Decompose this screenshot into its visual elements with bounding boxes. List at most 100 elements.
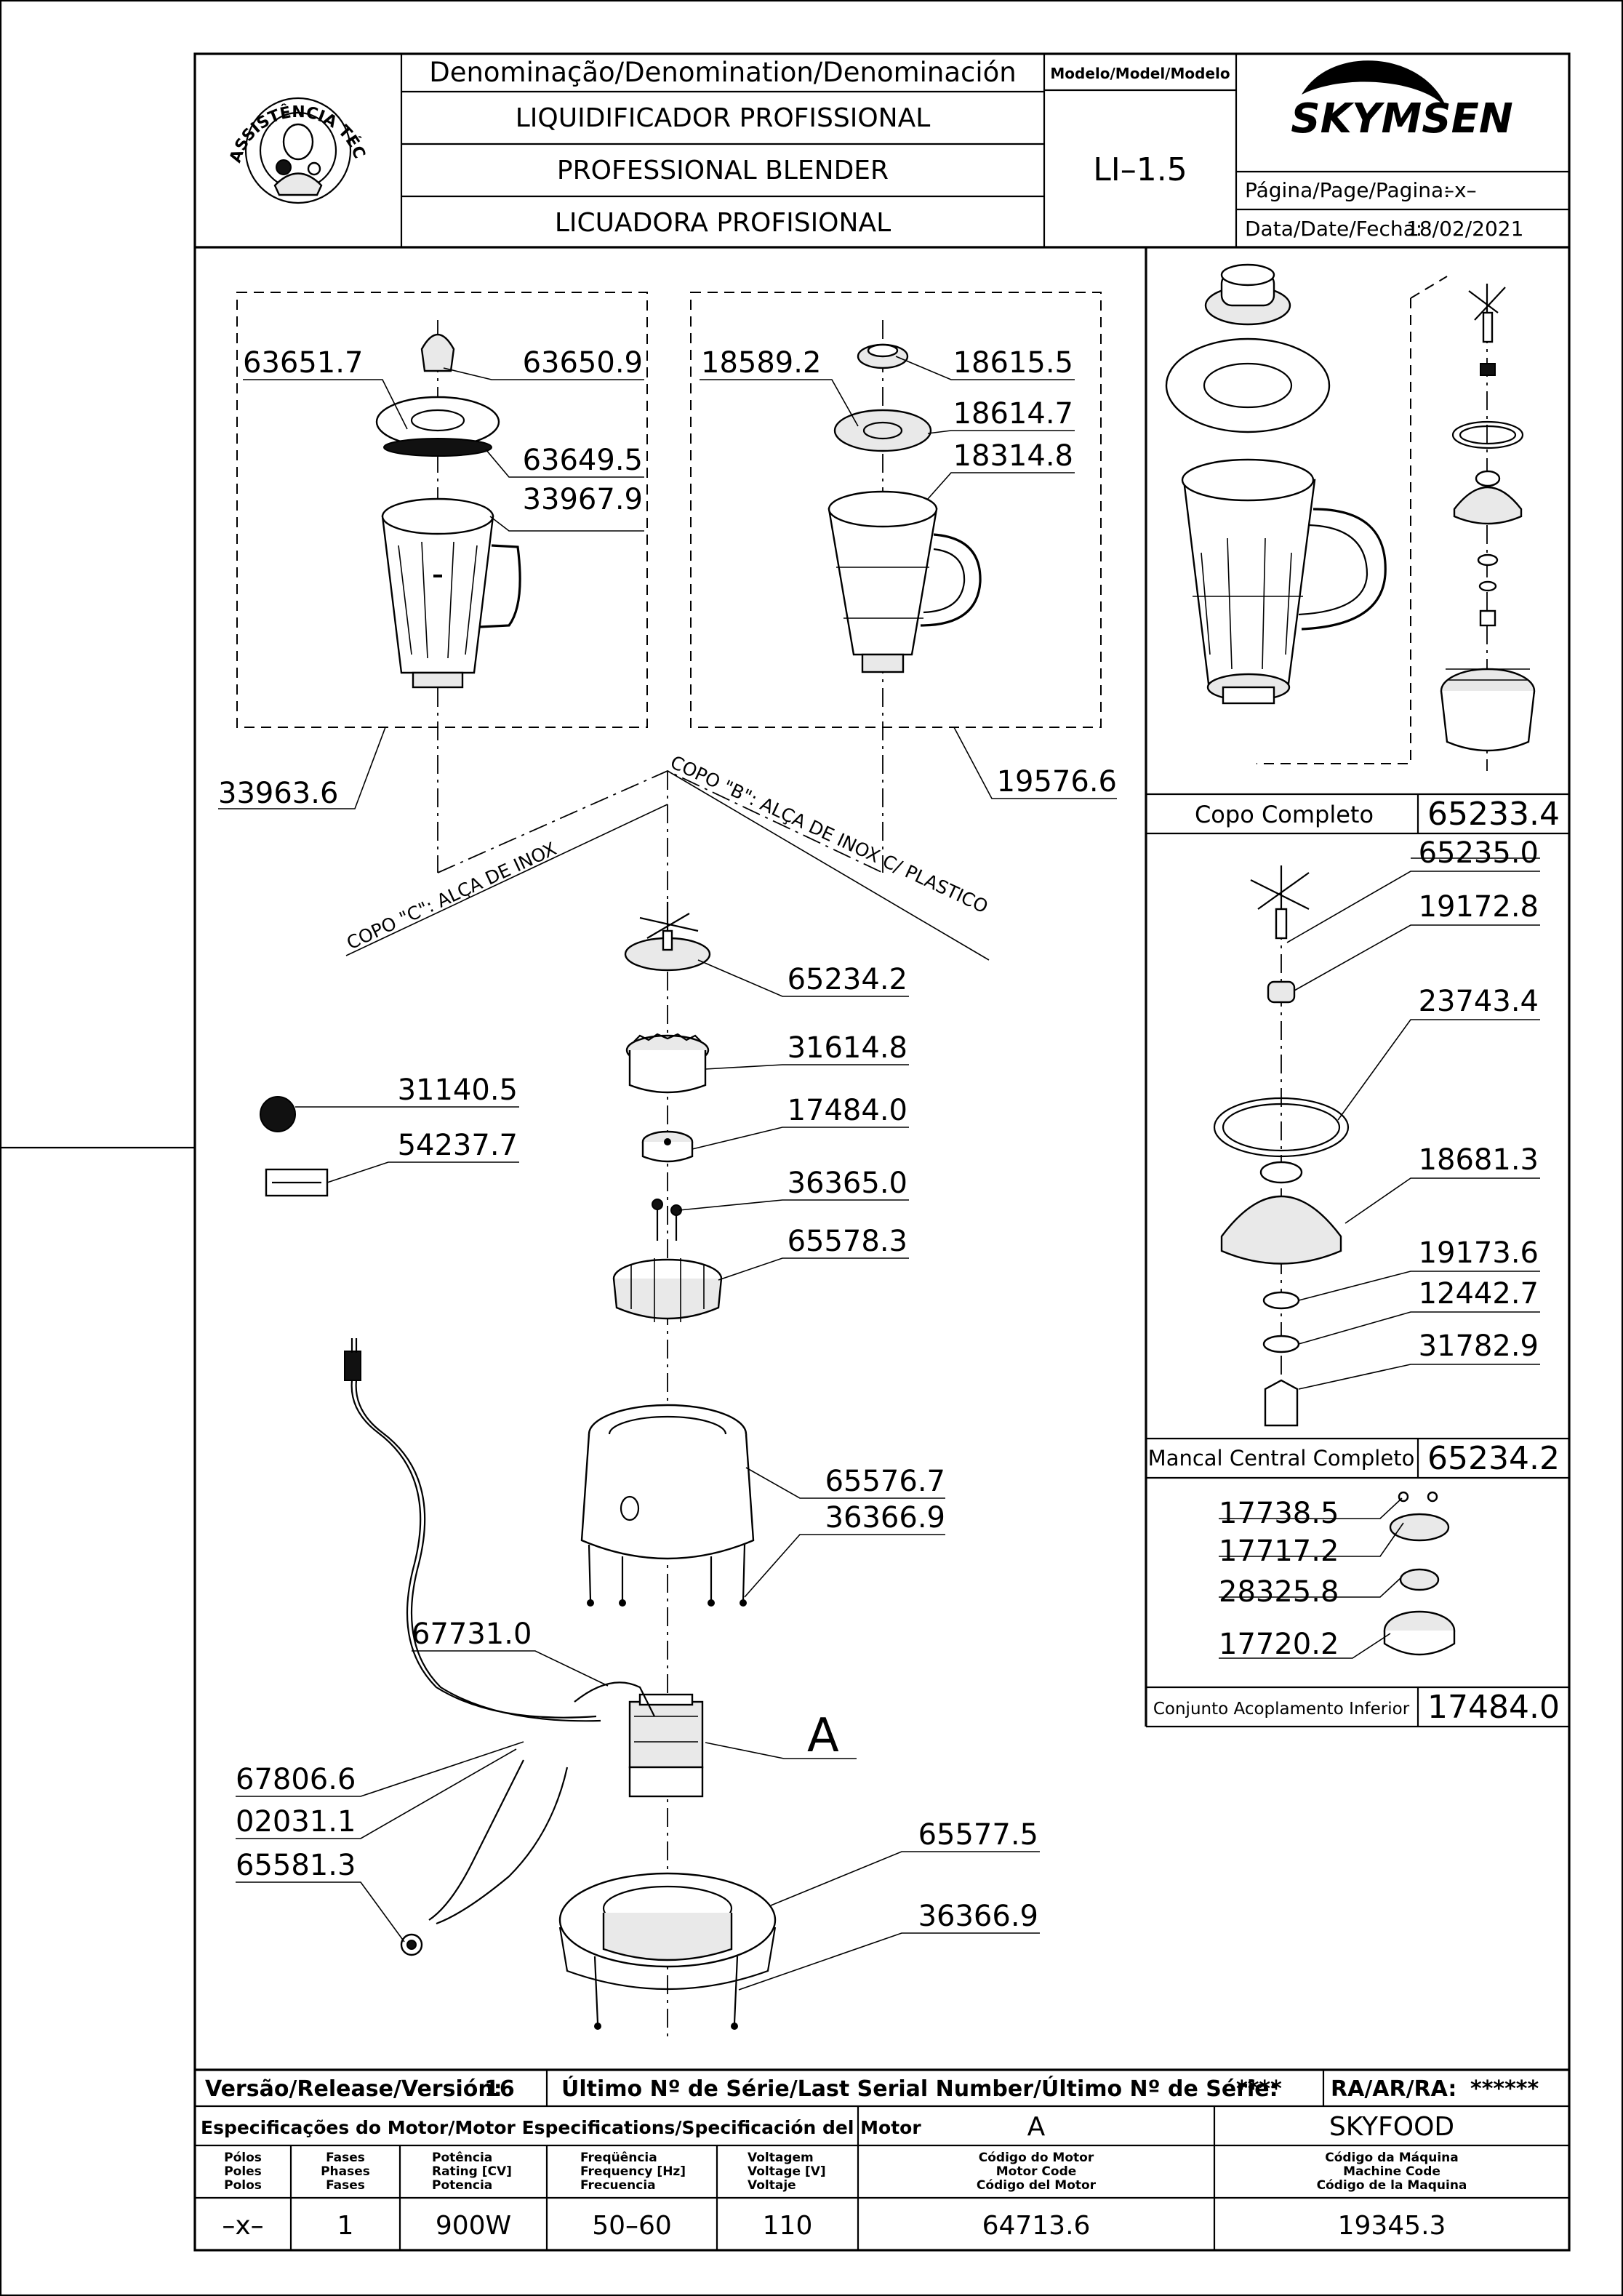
callout-18615-5: 18615.5 xyxy=(953,346,1073,380)
base-drawing xyxy=(558,1872,777,2030)
mancal-code: 65234.2 xyxy=(1427,1440,1560,1477)
col-voltage-pt: Voltagem xyxy=(748,2151,814,2165)
model-label: Modelo/Model/Modelo xyxy=(1050,65,1230,82)
col-machine-code-es: Código de la Maquina xyxy=(1317,2178,1467,2193)
callout-36366-9-upper: 36366.9 xyxy=(825,1501,945,1535)
name-pt: LIQUIDIFICADOR PROFISSIONAL xyxy=(516,103,931,133)
callout-18681-3: 18681.3 xyxy=(1419,1143,1539,1177)
callout-12442-7: 12442.7 xyxy=(1419,1277,1539,1311)
jar-c-box xyxy=(236,292,648,728)
col-freq-en: Frequency [Hz] xyxy=(580,2164,686,2179)
callout-54237-7: 54237.7 xyxy=(398,1129,518,1162)
callout-23743-4: 23743.4 xyxy=(1419,985,1539,1018)
col-phases-es: Fases xyxy=(326,2178,365,2193)
callout-65234-2: 65234.2 xyxy=(788,963,907,996)
side-leader-lines xyxy=(1219,857,1540,1659)
motor-spec-label: Especificações do Motor/Motor Especifica… xyxy=(201,2117,921,2138)
callout-31140-5: 31140.5 xyxy=(398,1073,518,1107)
ra-label: RA/AR/RA: xyxy=(1331,2076,1456,2102)
conjunto-acoplamento-drawing xyxy=(1383,1491,1456,1656)
callout-65577-5: 65577.5 xyxy=(918,1818,1038,1852)
serial-value: **** xyxy=(1236,2076,1282,2102)
callout-17484-0: 17484.0 xyxy=(788,1094,907,1127)
stamp-logo: ASSISTÊNCIA TÉCNICA AUTORIZADA xyxy=(0,0,369,204)
col-poles-pt: Pólos xyxy=(224,2151,262,2165)
callout-65578-3: 65578.3 xyxy=(788,1225,907,1258)
callout-36366-9-lower: 36366.9 xyxy=(918,1900,1038,1933)
drawing-frame xyxy=(193,52,1571,2252)
hub-drawing xyxy=(641,1130,694,1163)
callout-65581-3: 65581.3 xyxy=(236,1849,356,1882)
copo-b-label: COPO "B": ALÇA DE INOX C/ PLASTICO xyxy=(667,751,991,917)
mancal-central-drawing xyxy=(1213,865,1350,1427)
callout-67731-0: 67731.0 xyxy=(412,1617,532,1651)
date-value: 18/02/2021 xyxy=(1406,217,1523,241)
col-phases-en: Phases xyxy=(321,2164,370,2179)
main-leader-lines xyxy=(218,356,1117,1991)
col-voltage-es: Voltaje xyxy=(748,2178,796,2193)
callout-28325-8: 28325.8 xyxy=(1219,1575,1339,1609)
footer-table: Versão/Release/Versión: 16 Último Nº de … xyxy=(195,2068,1569,2250)
name-en: PROFESSIONAL BLENDER xyxy=(557,156,889,185)
housing-drawing xyxy=(580,1404,755,1607)
frequency-value: 50–60 xyxy=(592,2211,672,2241)
callout-17738-5: 17738.5 xyxy=(1219,1497,1339,1530)
serial-label: Último Nº de Série/Last Serial Number/Úl… xyxy=(561,2075,1278,2102)
copo-completo-label: Copo Completo xyxy=(1195,801,1374,828)
callout-65235-0: 65235.0 xyxy=(1419,836,1539,870)
mancal-label: Mancal Central Completo xyxy=(1148,1446,1415,1471)
version-label: Versão/Release/Versión: xyxy=(205,2076,502,2102)
motor-drawing xyxy=(628,1693,704,1798)
col-phases-pt: Fases xyxy=(326,2151,365,2165)
col-motor-code-en: Motor Code xyxy=(996,2164,1077,2179)
col-machine-code-en: Machine Code xyxy=(1343,2164,1440,2179)
callout-31782-9: 31782.9 xyxy=(1419,1329,1539,1363)
callout-19172-8: 19172.8 xyxy=(1419,890,1539,924)
conjunto-label: Conjunto Acoplamento Inferior xyxy=(1153,1700,1410,1719)
name-es: LICUADORA PROFISIONAL xyxy=(555,208,891,238)
model-value: LI–1.5 xyxy=(1093,151,1187,188)
ra-value: ****** xyxy=(1470,2076,1539,2102)
callout-65576-7: 65576.7 xyxy=(825,1465,945,1498)
col-power-en: Rating [CV] xyxy=(432,2164,512,2179)
power-cord-drawing xyxy=(344,1338,655,1956)
callout-33963-6: 33963.6 xyxy=(218,777,338,810)
motor-letter: A xyxy=(1027,2112,1046,2142)
motor-code-value: 64713.6 xyxy=(982,2211,1091,2241)
col-freq-es: Frecuencia xyxy=(580,2178,656,2193)
phases-value: 1 xyxy=(337,2211,354,2241)
col-power-pt: Potência xyxy=(432,2151,492,2165)
col-power-es: Potencia xyxy=(432,2178,492,2193)
col-motor-code-pt: Código do Motor xyxy=(979,2151,1094,2165)
brand-logo: SKYMSEN xyxy=(1291,60,1513,143)
page-label: Página/Page/Pagina: xyxy=(1245,178,1451,202)
callout-31614-8: 31614.8 xyxy=(788,1031,907,1065)
motor-label-a: A xyxy=(807,1709,839,1763)
motor-support-drawing xyxy=(612,1258,723,1322)
callout-63649-5: 63649.5 xyxy=(523,444,643,477)
callout-02031-1: 02031.1 xyxy=(236,1805,356,1839)
callout-36365-0: 36365.0 xyxy=(788,1167,907,1200)
small-parts-left xyxy=(260,1096,329,1197)
screws-36365-drawing xyxy=(652,1199,682,1241)
jar-c-drawing xyxy=(375,334,521,689)
col-poles-es: Polos xyxy=(224,2178,262,2193)
callout-17720-2: 17720.2 xyxy=(1219,1628,1339,1661)
col-freq-pt: Freqüência xyxy=(580,2151,657,2165)
callout-19173-6: 19173.6 xyxy=(1419,1236,1539,1270)
callout-17717-2: 17717.2 xyxy=(1219,1535,1339,1568)
page-value: –x– xyxy=(1444,178,1477,202)
callout-18589-2: 18589.2 xyxy=(701,346,821,380)
conjunto-code: 17484.0 xyxy=(1427,1689,1560,1726)
callout-33967-9: 33967.9 xyxy=(523,483,643,516)
poles-value: –x– xyxy=(222,2211,263,2241)
side-panels: Copo Completo 65233.4 Mancal Central Com… xyxy=(1145,247,1569,1728)
machine-code-value: 19345.3 xyxy=(1338,2211,1446,2241)
copo-completo-drawing xyxy=(1165,263,1536,771)
power-value: 900W xyxy=(436,2211,511,2241)
blade-assembly-drawing xyxy=(624,902,711,972)
copo-c-label: COPO "C": ALÇA DE INOX xyxy=(343,838,559,953)
col-poles-en: Poles xyxy=(224,2164,262,2179)
